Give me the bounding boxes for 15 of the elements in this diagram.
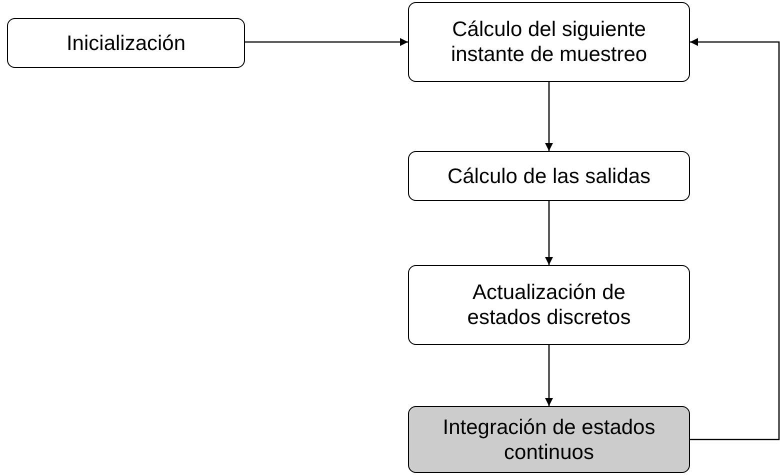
arrow xyxy=(545,82,553,151)
box-label: Cálculo de las salidas xyxy=(446,164,652,188)
process-box xyxy=(408,151,690,201)
box-label: Inicialización xyxy=(65,30,187,56)
arrow xyxy=(545,345,553,406)
process-box xyxy=(408,2,690,82)
process-box xyxy=(408,406,690,473)
box-label: Actualización de estados discretos xyxy=(466,280,632,330)
arrow xyxy=(245,38,408,46)
process-box xyxy=(408,265,690,345)
arrow xyxy=(545,201,553,265)
process-box xyxy=(7,18,245,68)
arrow xyxy=(690,38,780,440)
box-label: Integración de estados continuos xyxy=(442,414,656,464)
box-label: Cálculo del siguiente instante de muestreo xyxy=(450,17,648,67)
